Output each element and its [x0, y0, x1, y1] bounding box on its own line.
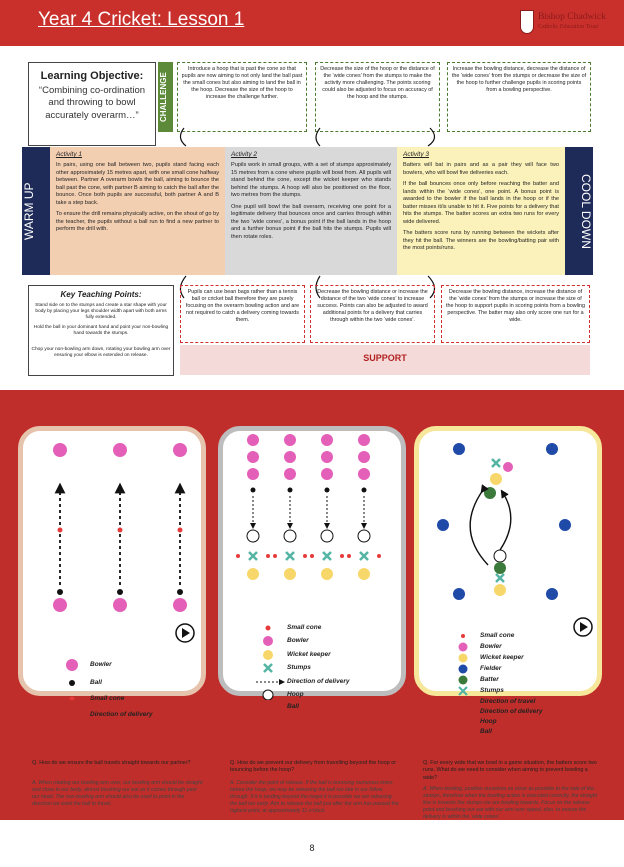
- challenge-tab: [158, 62, 173, 132]
- legend-direction: Direction of delivery: [90, 711, 153, 718]
- key-point: Hold the ball in your dominant hand and …: [33, 325, 169, 337]
- legend-wicket-keeper: Wicket keeper: [480, 654, 524, 661]
- bowler-marker: [53, 598, 67, 612]
- legend-ball: Ball: [90, 679, 102, 686]
- ball-marker: [117, 589, 123, 595]
- page-title: Year 4 Cricket: Lesson 1: [38, 9, 245, 30]
- legend-bowler-icon: [66, 659, 78, 671]
- answer-3: A. When bowling, position ourselves as c…: [423, 786, 598, 821]
- warm-up-tab: [22, 147, 50, 275]
- legend-ball-icon: [69, 680, 75, 686]
- challenge-item-1: Introduce a hoop that is past the cone s…: [177, 62, 307, 132]
- challenge-item-3: Increase the bowling distance, decrease …: [447, 62, 591, 132]
- legend-direction: Direction of delivery: [287, 678, 350, 685]
- ball-marker: [57, 589, 63, 595]
- activity-heading: Activity 2: [231, 151, 258, 158]
- key-point: Chop your non-bowling arm down, rotating…: [31, 347, 171, 359]
- legend-stumps: Stumps: [480, 687, 504, 694]
- panel-2-drawing: [236, 434, 381, 700]
- legend-ball: Ball: [480, 728, 492, 735]
- support-item-2: Decrease the bowling distance or increas…: [310, 285, 435, 343]
- support-bar: [180, 345, 590, 375]
- activity-text: One pupil will bowl the ball overarm, re…: [231, 203, 391, 240]
- activity-1: Activity 1 In pairs, using one ball betw…: [50, 147, 225, 275]
- answer-1: A. When rotating our bowling arm over, o…: [32, 780, 203, 808]
- activity-text: In pairs, using one ball between two, pu…: [56, 162, 219, 206]
- answer-2: A. Consider the point of release. If the…: [230, 780, 399, 815]
- cool-down-tab: [565, 147, 593, 275]
- panel-1-drawing: [53, 443, 195, 700]
- activity-text: To ensure the drill remains physically a…: [56, 211, 219, 233]
- diagram-panel-2: [218, 426, 406, 696]
- legend-bowler: Bowler: [287, 637, 309, 644]
- bowler-marker: [53, 443, 67, 457]
- legend-direction: Direction of delivery: [480, 708, 543, 715]
- activity-text: Batters will bat in pairs and as a pair …: [403, 162, 559, 176]
- support-item-1: Pupils can use bean bags rather than a t…: [180, 285, 305, 343]
- activity-text: The batters score runs by running betwee…: [403, 230, 559, 252]
- arc-arrow-2: [315, 127, 321, 147]
- panel-3-drawing: [437, 443, 593, 700]
- objective-box: [28, 62, 156, 146]
- key-points-box: [28, 285, 174, 376]
- key-point: Stand side on to the stumps and create a…: [35, 303, 167, 321]
- legend-bowler: Bowler: [90, 661, 112, 668]
- cool-down-label: COOL DOWN: [579, 173, 593, 249]
- diagram-panel-1: [18, 426, 206, 696]
- question-3: Q. For every wide that we bowl in a game…: [423, 760, 597, 781]
- diagram-panel-3: [414, 426, 602, 696]
- activity-2: Activity 2 Pupils work in small groups, …: [225, 147, 397, 275]
- legend-small-cone: Small cone: [480, 632, 515, 639]
- support-item-3: Decrease the bowling distance, increase …: [441, 285, 590, 343]
- legend-small-cone: Small cone: [287, 624, 322, 631]
- small-cone-marker: [57, 527, 63, 533]
- legend-travel: Direction of travel: [480, 698, 536, 705]
- objective-text: “Combining co-ordination and throwing to…: [38, 85, 146, 121]
- crest-icon: [520, 10, 534, 34]
- key-points-title: Key Teaching Points:: [60, 290, 142, 299]
- legend-wicket-keeper: Wicket keeper: [287, 651, 331, 658]
- legend-hoop: Hoop: [480, 718, 497, 725]
- legend-stumps: Stumps: [287, 664, 311, 671]
- bowler-marker: [173, 443, 187, 457]
- activity-heading: Activity 3: [403, 151, 430, 158]
- legend-fielder: Fielder: [480, 665, 502, 672]
- bowler-marker: [113, 598, 127, 612]
- bowler-marker: [173, 598, 187, 612]
- ball-marker: [177, 589, 183, 595]
- small-cone-marker: [117, 527, 123, 533]
- objective-title: Learning Objective:: [40, 70, 144, 82]
- page-number: 8: [309, 843, 315, 853]
- activity-text: If the ball bounces once only before rea…: [403, 181, 559, 225]
- legend-cone-icon: [69, 696, 75, 700]
- question-1: Q. How do we ensure the ball travels str…: [32, 760, 191, 766]
- legend-bowler: Bowler: [480, 643, 502, 650]
- arc-arrow-1: [179, 127, 187, 147]
- bowler-marker: [113, 443, 127, 457]
- activity-text: Pupils work in small groups, with a set …: [231, 162, 391, 199]
- pitch-diagrams: [53, 434, 593, 700]
- legend-batter: Batter: [480, 676, 499, 683]
- small-cone-marker: [177, 527, 183, 533]
- question-2: Q. How do we prevent our delivery from t…: [230, 760, 396, 774]
- org-subtitle: Catholic Education Trust: [538, 24, 598, 30]
- org-name: Bishop Chadwick: [538, 12, 606, 22]
- legend-small-cone: Small cone: [90, 695, 125, 702]
- activity-3: Activity 3 Batters will bat in pairs and…: [397, 147, 565, 275]
- legend-hoop: Hoop: [287, 691, 304, 698]
- arc-arrow-5: [315, 275, 321, 299]
- legend-ball: Ball: [287, 703, 299, 710]
- arc-arrow-3: [427, 127, 436, 147]
- activity-heading: Activity 1: [56, 151, 83, 158]
- support-label: SUPPORT: [363, 353, 407, 363]
- challenge-item-2: Decrease the size of the hoop or the dis…: [315, 62, 440, 132]
